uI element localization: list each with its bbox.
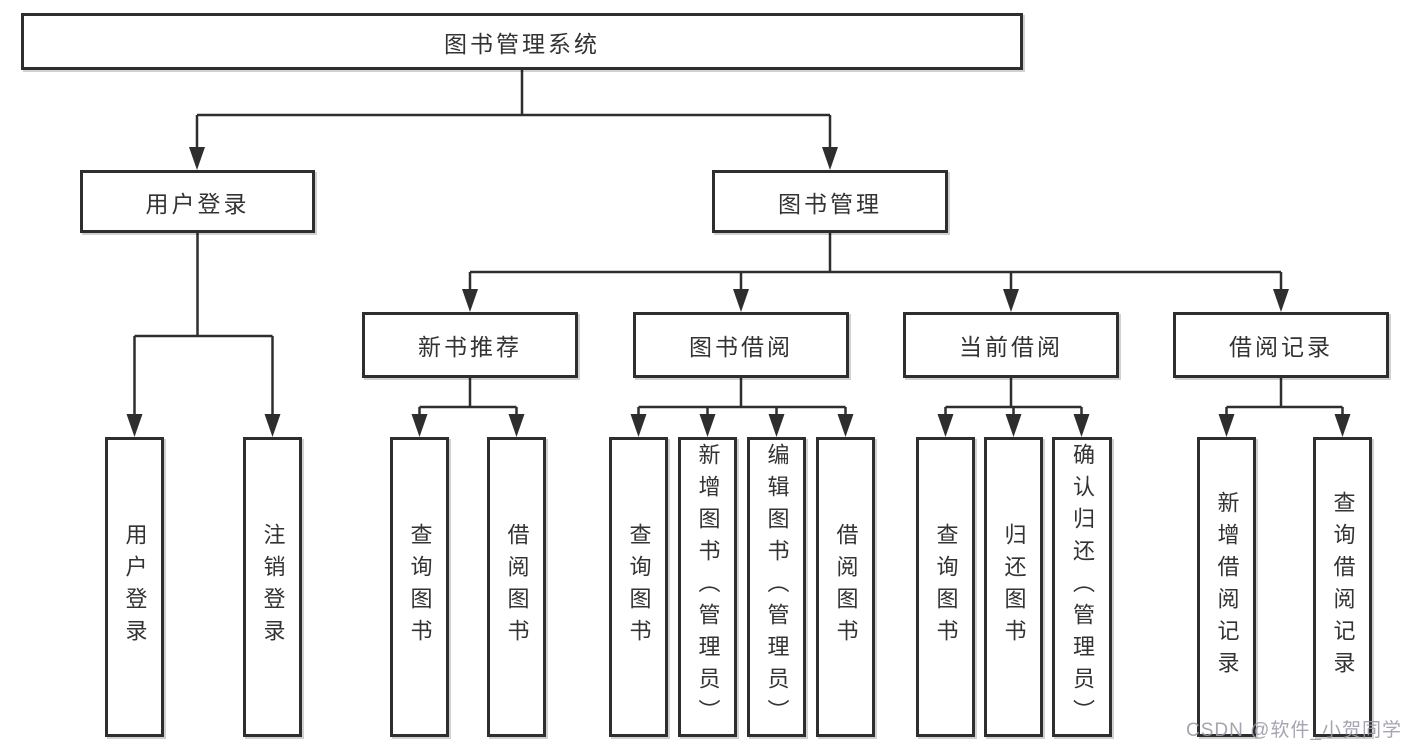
node-current-borrowing: 当前借阅 [903, 312, 1119, 378]
leaf-confirm-return-admin: 确认归还（管理员） [1052, 437, 1112, 737]
node-new-book-recommend: 新书推荐 [362, 312, 578, 378]
leaf-logout: 注销登录 [243, 437, 302, 737]
watermark: CSDN @软件_小贺同学 [1186, 720, 1402, 741]
leaf-return-book: 归还图书 [984, 437, 1043, 737]
node-book-borrowing: 图书借阅 [633, 312, 849, 378]
node-root-system: 图书管理系统 [21, 13, 1023, 70]
node-user-login: 用户登录 [80, 170, 315, 233]
leaf-edit-book-admin: 编辑图书（管理员） [747, 437, 806, 737]
leaf-add-borrow-record: 新增借阅记录 [1197, 437, 1256, 737]
leaf-borrow-books-recommend: 借阅图书 [487, 437, 546, 737]
leaf-add-book-admin: 新增图书（管理员） [678, 437, 737, 737]
leaf-query-books-current: 查询图书 [916, 437, 975, 737]
node-borrowing-records: 借阅记录 [1173, 312, 1389, 378]
leaf-query-borrow-record: 查询借阅记录 [1313, 437, 1372, 737]
connector-strokes [133, 70, 1344, 433]
leaf-borrow-books-borrowing: 借阅图书 [816, 437, 875, 737]
connector-arrowheads [126, 147, 1351, 437]
node-book-management: 图书管理 [712, 170, 948, 233]
leaf-query-books-recommend: 查询图书 [390, 437, 449, 737]
leaf-query-books-borrowing: 查询图书 [609, 437, 668, 737]
leaf-user-login: 用户登录 [105, 437, 164, 737]
